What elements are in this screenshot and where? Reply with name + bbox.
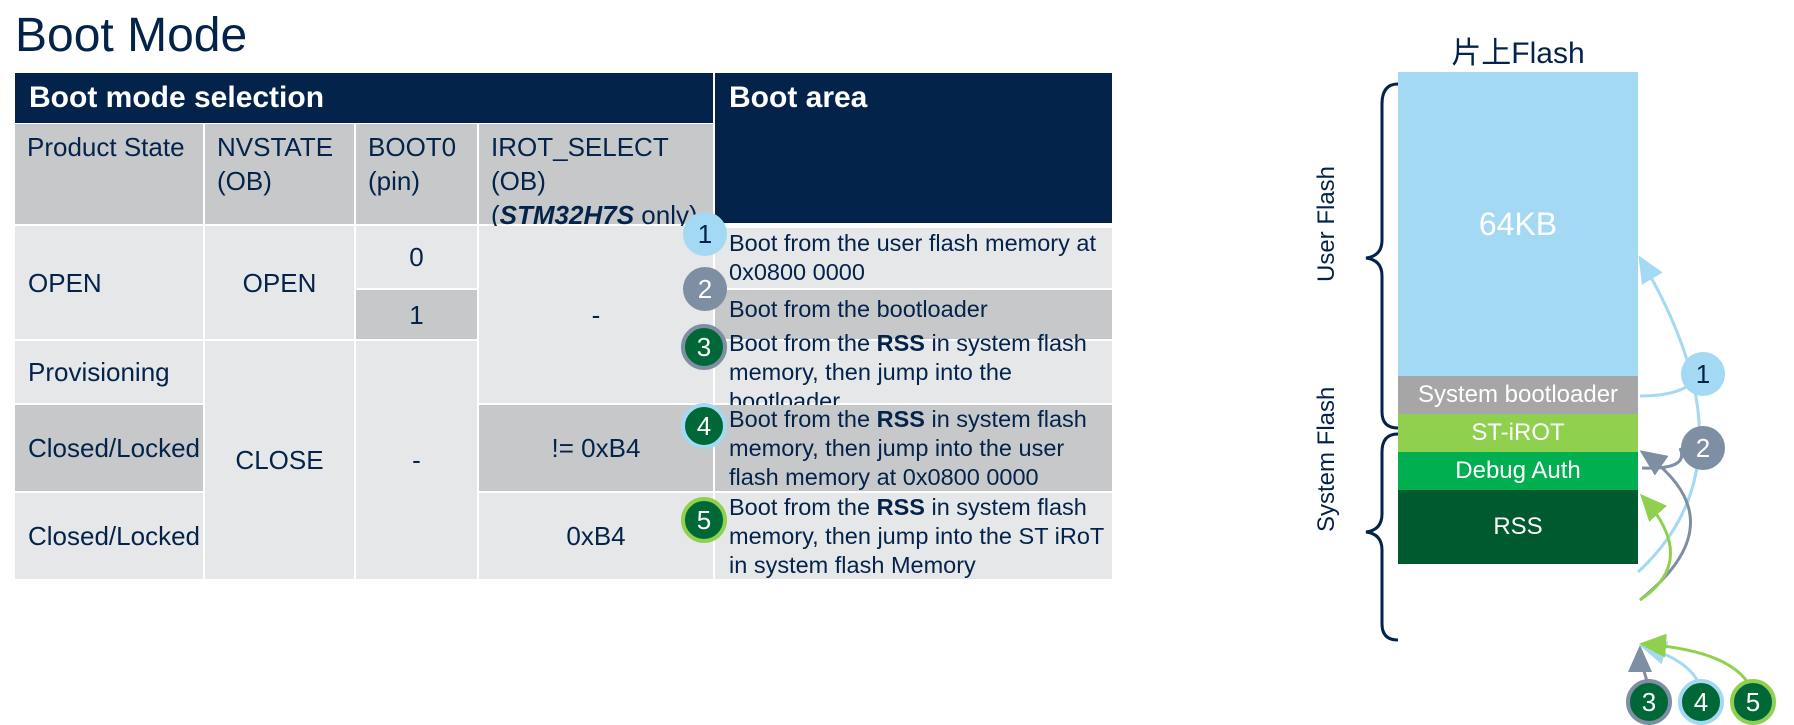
cell-irot-not-b4: != 0xB4 [479, 405, 713, 491]
col-irot-line1: IROT_SELECT [491, 132, 669, 162]
col-product-state: Product State [15, 124, 203, 224]
table-badge-3: 3 [681, 324, 727, 370]
cell-boot0-1: 1 [356, 290, 477, 339]
user-flash-block: 64KB [1398, 72, 1638, 376]
boot-area-header: Boot area [715, 73, 1112, 223]
table-badge-5: 5 [681, 497, 727, 543]
table-badge-1: 1 [683, 212, 727, 256]
col-boot0: BOOT0 (pin) [356, 124, 477, 224]
col-irot-line3: (STM32H7S only) [491, 200, 698, 230]
col-irot-line2: (OB) [491, 166, 546, 196]
cell-boot0-dash: - [356, 341, 477, 579]
rss-block: RSS [1398, 490, 1638, 564]
cell-irot-b4: 0xB4 [479, 493, 713, 579]
flash-badge-3: 3 [1626, 679, 1672, 725]
flash-title: 片上Flash [1451, 37, 1585, 70]
flash-badge-1: 1 [1681, 352, 1725, 396]
boot-mode-selection-header: Boot mode selection [15, 73, 713, 123]
boot-area-3: Boot from the RSS in system flash memory… [715, 330, 1112, 414]
col-nvstate-line2: (OB) [217, 166, 272, 196]
boot-area-2: Boot from the bootloader [715, 290, 1112, 339]
col-boot0-line1: BOOT0 [368, 132, 457, 162]
stm32h7s-emphasis: STM32H7S [499, 200, 635, 230]
system-bootloader-block: System bootloader [1398, 376, 1638, 414]
flash-badge-5: 5 [1730, 679, 1776, 725]
system-flash-brace [1365, 432, 1399, 642]
boot-area-4: Boot from the RSS in system flash memory… [715, 405, 1112, 491]
col-boot0-line2: (pin) [368, 166, 421, 196]
cell-close-nvstate: CLOSE [205, 341, 354, 579]
cell-open-state: OPEN [15, 226, 203, 339]
boot-area-1: Boot from the user flash memory at 0x080… [715, 228, 1112, 288]
cell-provisioning: Provisioning [15, 341, 203, 403]
cell-boot0-0: 0 [356, 226, 477, 288]
user-flash-brace [1365, 82, 1399, 430]
table-badge-2: 2 [683, 267, 727, 311]
arrow-2-main [1639, 450, 1692, 602]
flash-badge-4: 4 [1678, 679, 1724, 725]
table-badge-4: 4 [681, 403, 727, 449]
cell-closed-locked-1: Closed/Locked [15, 405, 203, 491]
boot-area-5: Boot from the RSS in system flash memory… [715, 493, 1112, 579]
arrow-irot [1639, 493, 1672, 602]
flash-badge-2: 2 [1681, 426, 1725, 470]
debug-auth-block: Debug Auth [1398, 452, 1638, 490]
st-irot-block: ST-iROT [1398, 414, 1638, 452]
col-nvstate: NVSTATE (OB) [205, 124, 354, 224]
cell-irot-dash: - [479, 226, 713, 403]
cell-closed-locked-2: Closed/Locked [15, 493, 203, 579]
arrow-5-up [1639, 633, 1752, 687]
col-nvstate-line1: NVSTATE [217, 132, 334, 162]
col-product-state-label: Product State [27, 132, 185, 162]
col-irot-select: IROT_SELECT (OB) (STM32H7S only) [479, 124, 713, 230]
cell-open-nvstate: OPEN [205, 226, 354, 339]
page-title: Boot Mode [15, 9, 248, 62]
